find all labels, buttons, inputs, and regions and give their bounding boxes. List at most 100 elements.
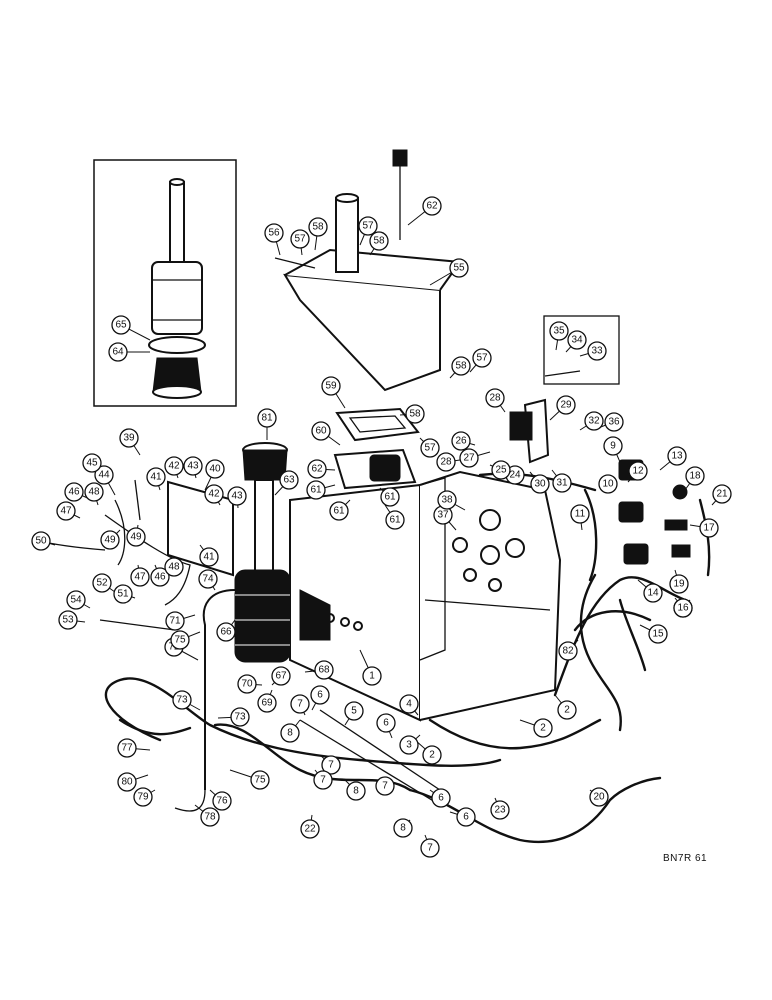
callout-44: 44 <box>94 465 114 485</box>
callout-circle <box>422 745 442 765</box>
callout-43: 43 <box>183 456 203 476</box>
callout-number: 33 <box>591 346 603 357</box>
callout-circle <box>375 776 395 796</box>
callout-circle <box>712 484 732 504</box>
callout-circle <box>204 484 224 504</box>
callout-number: 65 <box>115 320 127 331</box>
callout-circle <box>212 791 232 811</box>
callout-circle <box>699 518 719 538</box>
callout-circle <box>584 411 604 431</box>
callout-28: 28 <box>485 388 505 408</box>
callout-50: 50 <box>31 531 51 551</box>
callout-3: 3 <box>399 735 419 755</box>
callout-46: 46 <box>64 482 84 502</box>
callout-number: 43 <box>231 491 243 502</box>
callout-number: 67 <box>275 671 287 682</box>
callout-circle <box>459 448 479 468</box>
callout-78: 78 <box>200 807 220 827</box>
callout-circle <box>344 701 364 721</box>
callout-circle <box>329 501 349 521</box>
callout-17: 17 <box>699 518 719 538</box>
callout-circle <box>108 342 128 362</box>
callout-57: 57 <box>472 348 492 368</box>
callout-64: 64 <box>108 342 128 362</box>
callout-number: 2 <box>540 723 546 734</box>
callout-number: 4 <box>406 699 412 710</box>
callout-number: 14 <box>647 588 659 599</box>
callout-58: 58 <box>308 217 328 237</box>
callout-number: 42 <box>168 461 180 472</box>
callout-number: 58 <box>312 222 324 233</box>
callout-circle <box>399 735 419 755</box>
callout-circle <box>589 787 609 807</box>
callout-number: 49 <box>104 535 116 546</box>
callout-number: 22 <box>304 824 316 835</box>
callout-19: 19 <box>669 574 689 594</box>
callout-circle <box>358 216 378 236</box>
callout-71: 71 <box>165 611 185 631</box>
callout-circle <box>56 501 76 521</box>
callout-65: 65 <box>111 315 131 335</box>
callout-number: 54 <box>70 595 82 606</box>
callout-46: 46 <box>150 567 170 587</box>
callout-55: 55 <box>449 258 469 278</box>
callout-circle <box>420 838 440 858</box>
callout-8: 8 <box>393 818 413 838</box>
callout-circle <box>264 223 284 243</box>
callout-36: 36 <box>604 412 624 432</box>
callout-18: 18 <box>685 466 705 486</box>
callout-75: 75 <box>170 630 190 650</box>
callout-circle <box>300 819 320 839</box>
callout-number: 41 <box>150 472 162 483</box>
callout-32: 32 <box>584 411 604 431</box>
callout-number: 5 <box>351 706 357 717</box>
callout-circle <box>449 258 469 278</box>
callout-number: 30 <box>534 479 546 490</box>
callout-number: 62 <box>311 464 323 475</box>
callout-20: 20 <box>589 787 609 807</box>
callout-41: 41 <box>199 547 219 567</box>
callout-14: 14 <box>643 583 663 603</box>
callout-number: 1 <box>369 671 375 682</box>
callout-layer: 1222345666677777888910111213141515161718… <box>31 196 732 858</box>
callout-number: 6 <box>438 793 444 804</box>
callout-circle <box>227 486 247 506</box>
callout-number: 47 <box>60 506 72 517</box>
callout-number: 76 <box>216 796 228 807</box>
callout-circle <box>380 487 400 507</box>
callout-circle <box>669 574 689 594</box>
callout-circle <box>31 531 51 551</box>
callout-circle <box>451 356 471 376</box>
callout-circle <box>436 452 456 472</box>
callout-circle <box>257 408 277 428</box>
callout-circle <box>321 755 341 775</box>
callout-45: 45 <box>82 453 102 473</box>
callout-circle <box>117 738 137 758</box>
callout-circle <box>306 480 326 500</box>
callout-number: 75 <box>254 775 266 786</box>
callout-number: 47 <box>134 572 146 583</box>
callout-circle <box>570 504 590 524</box>
callout-number: 27 <box>463 453 475 464</box>
callout-number: 57 <box>476 353 488 364</box>
callout-number: 73 <box>234 712 246 723</box>
callout-58: 58 <box>369 231 389 251</box>
callout-circle <box>399 694 419 714</box>
callout-number: 31 <box>556 478 568 489</box>
callout-29: 29 <box>556 395 576 415</box>
callout-number: 41 <box>203 552 215 563</box>
callout-number: 63 <box>283 475 295 486</box>
callout-circle <box>533 718 553 738</box>
callout-circle <box>558 641 578 661</box>
callout-38: 38 <box>437 490 457 510</box>
callout-number: 61 <box>384 492 396 503</box>
callout-circle <box>250 770 270 790</box>
callout-circle <box>183 456 203 476</box>
callout-circle <box>685 466 705 486</box>
callout-61: 61 <box>385 510 405 530</box>
callout-number: 49 <box>130 532 142 543</box>
callout-circle <box>673 598 693 618</box>
callout-circle <box>92 573 112 593</box>
callout-number: 16 <box>677 603 689 614</box>
